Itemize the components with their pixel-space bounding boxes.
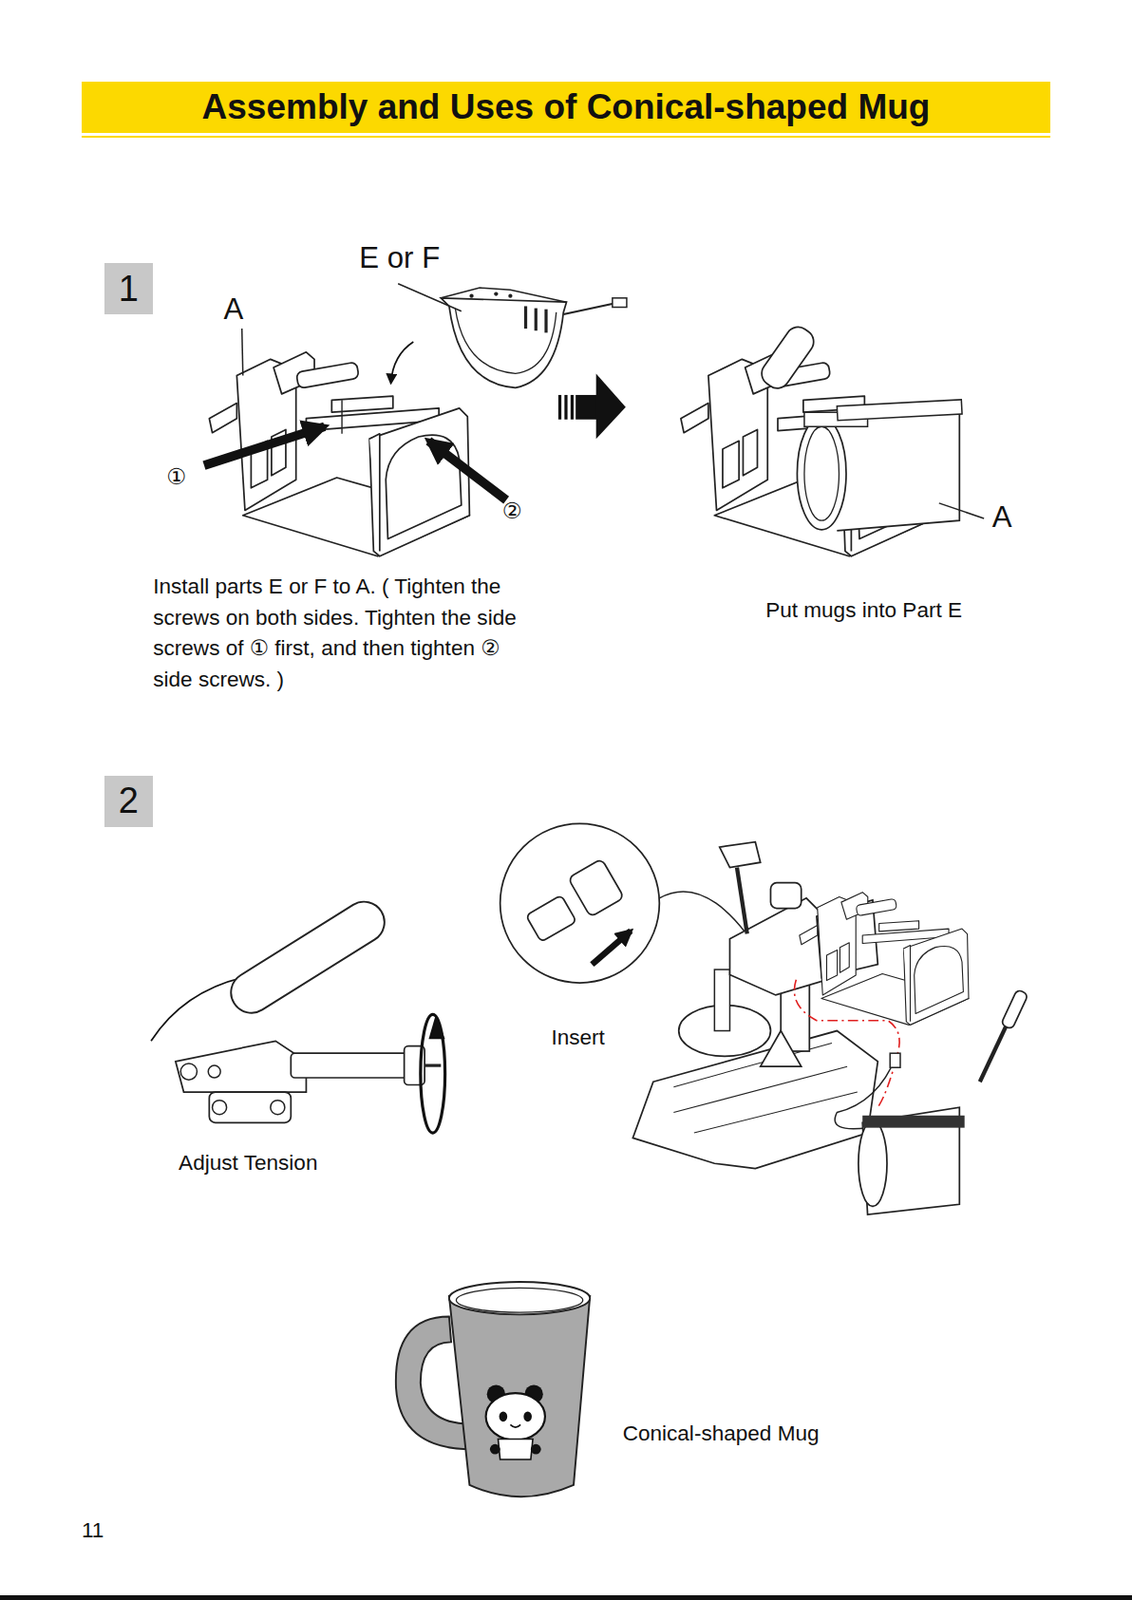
part-label: E or F [358, 241, 440, 276]
instruction-note: Install parts E or F to A. ( Tighten the… [152, 571, 541, 697]
step-number-box: 2 [104, 775, 154, 828]
title: Assembly and Uses of Conical-shaped Mug [202, 87, 931, 128]
page-number: 11 [81, 1518, 104, 1544]
callout-number: ② [502, 498, 523, 525]
instruction-note: Put mugs into Part E [765, 598, 963, 623]
step-number: 2 [118, 780, 139, 822]
callout-number: ① [166, 464, 187, 491]
caption-label: Conical-shaped Mug [622, 1421, 820, 1447]
caption-label: Adjust Tension [178, 1150, 318, 1176]
title-band: Assembly and Uses of Conical-shaped Mug [81, 81, 1051, 133]
part-label: A [223, 292, 244, 327]
step-number: 1 [118, 268, 139, 310]
caption-label: Insert [550, 1025, 604, 1051]
step-number-box: 1 [104, 263, 154, 315]
part-label: A [992, 500, 1013, 535]
